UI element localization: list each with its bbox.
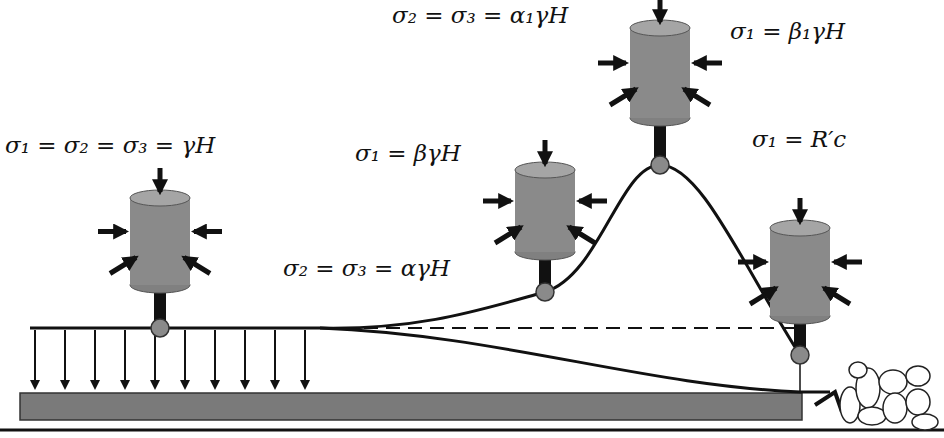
coal-seam <box>20 393 802 420</box>
stress-arrow <box>184 258 210 274</box>
cylinder-body <box>630 28 690 118</box>
stress-arrow <box>579 199 607 204</box>
cylinder-sample <box>738 198 862 364</box>
contact-point <box>151 319 169 337</box>
cylinder-body <box>515 170 575 252</box>
stress-arrow <box>658 0 663 22</box>
stress-arrow <box>684 89 710 105</box>
stress-arrow <box>750 288 776 304</box>
load-arrow <box>214 330 216 388</box>
cylinder-top <box>630 20 690 36</box>
load-arrow <box>184 330 186 388</box>
original-stress-line <box>320 327 800 329</box>
load-arrow <box>274 330 276 388</box>
load-arrow <box>124 330 126 388</box>
stress-arrow <box>194 229 222 234</box>
cylinder-sample <box>98 168 222 337</box>
stress-arrow <box>483 199 511 204</box>
cylinder-body <box>130 198 190 285</box>
floor-line <box>0 429 944 432</box>
contact-point <box>651 156 669 174</box>
roof-line <box>30 327 320 330</box>
support <box>815 392 842 412</box>
stress-arrow <box>158 168 163 192</box>
stress-formula: σ₁ = β₁γH <box>730 18 845 46</box>
contact-point <box>791 346 809 364</box>
stress-arrow <box>569 227 595 243</box>
stress-arrow <box>495 227 521 243</box>
load-arrow <box>304 330 306 388</box>
cylinder-sample <box>598 0 722 174</box>
cylinder-body <box>770 228 830 316</box>
cylinder-top <box>515 162 575 178</box>
stress-arrow <box>610 89 636 105</box>
cylinder-top <box>770 220 830 236</box>
stress-formula: σ₁ = σ₂ = σ₃ = γH <box>5 132 215 160</box>
stress-formula: σ₂ = σ₃ = αγH <box>283 255 450 283</box>
load-arrow <box>64 330 66 388</box>
stress-arrow <box>98 229 126 234</box>
stress-formula: σ₁ = R′c <box>752 126 846 154</box>
load-arrow <box>34 330 36 388</box>
stress-arrow <box>824 288 850 304</box>
stress-formula: σ₂ = σ₃ = α₁γH <box>392 2 568 30</box>
stress-arrow <box>110 258 136 274</box>
cylinder-sample <box>483 140 607 301</box>
load-arrow <box>244 330 246 388</box>
stress-arrow <box>694 61 722 66</box>
load-arrows <box>35 330 305 388</box>
load-arrow <box>154 330 156 388</box>
contact-point <box>536 283 554 301</box>
stress-arrow <box>834 260 862 265</box>
rock-samples <box>98 0 862 364</box>
stress-arrow <box>598 61 626 66</box>
stress-formula: σ₁ = βγH <box>355 140 461 168</box>
load-arrow <box>94 330 96 388</box>
roof-deflection-line <box>320 328 830 392</box>
caved-rubble <box>840 362 938 430</box>
stress-arrow <box>738 260 766 265</box>
stress-arrow <box>798 198 803 222</box>
stress-arrow <box>543 140 548 164</box>
cylinder-top <box>130 190 190 206</box>
